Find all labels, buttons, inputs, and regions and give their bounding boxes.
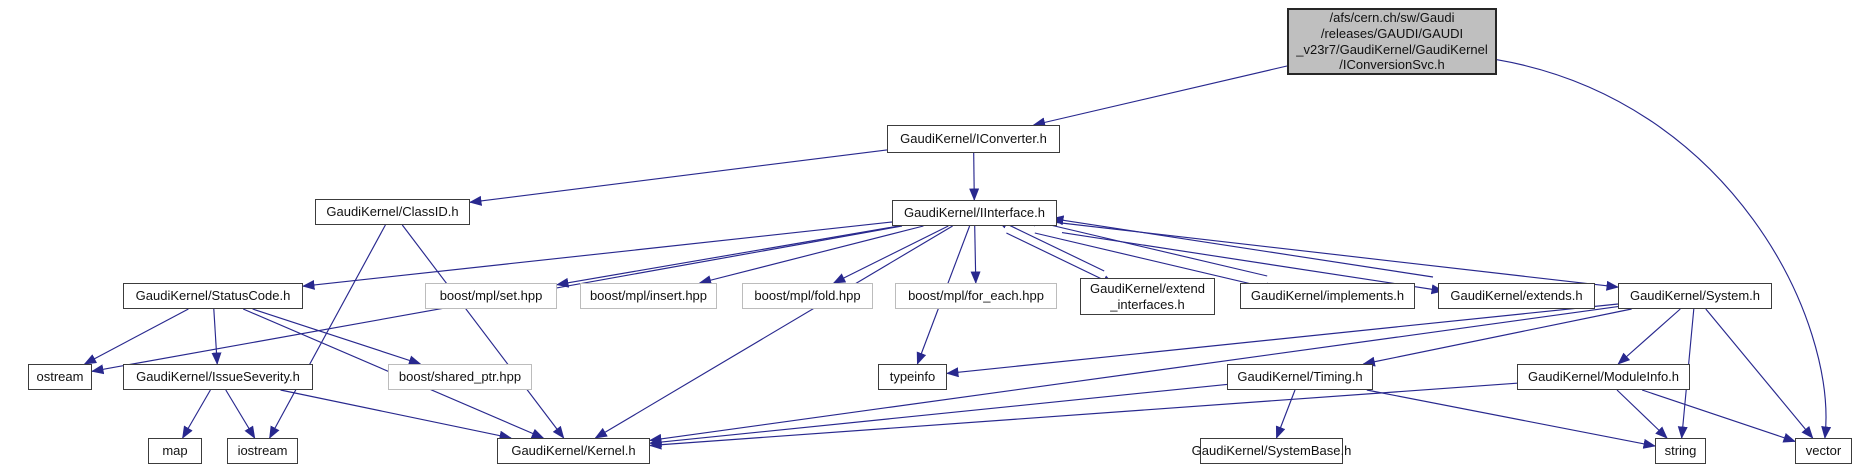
graph-node-extends[interactable]: GaudiKernel/extends.h (1438, 283, 1595, 309)
edge-moduleinfo-to-kernel (649, 382, 1518, 450)
edge-system-to-moduleinfo (1617, 308, 1681, 365)
graph-node-moduleinfo[interactable]: GaudiKernel/ModuleInfo.h (1517, 364, 1690, 390)
edge-statuscode-to-issueseverity (211, 308, 222, 365)
edge-iinterface-to-kernel (594, 225, 953, 439)
graph-node-kernel[interactable]: GaudiKernel/Kernel.h (497, 438, 650, 464)
graph-node-typeinfo: typeinfo (878, 364, 947, 390)
graph-node-sharedptr: boost/shared_ptr.hpp (388, 364, 532, 390)
edge-iinterface-to-implements (1034, 232, 1279, 293)
edge-moduleinfo-to-vector (1641, 389, 1796, 443)
graph-node-iostream: iostream (227, 438, 298, 464)
edge-iinterface-to-mpl_insert (698, 225, 924, 286)
edge-classid-to-iostream (269, 224, 386, 439)
edge-conv-to-vector (1496, 59, 1832, 439)
graph-node-implements[interactable]: GaudiKernel/implements.h (1240, 283, 1415, 309)
graph-node-conv: /afs/cern.ch/sw/Gaudi /releases/GAUDI/GA… (1287, 8, 1497, 75)
edge-iinterface-to-mpl_fold (832, 225, 949, 284)
edge-system-to-vector (1705, 308, 1814, 439)
edge-issueseverity-to-map (182, 389, 211, 439)
edge-iconverter-to-classid (469, 149, 888, 206)
graph-node-timing[interactable]: GaudiKernel/Timing.h (1227, 364, 1373, 390)
graph-node-mpl_insert: boost/mpl/insert.hpp (580, 283, 717, 309)
edge-issueseverity-to-iostream (225, 389, 256, 439)
edge-statuscode-to-sharedptr (252, 308, 422, 366)
edge-iinterface-to-statuscode (302, 221, 893, 290)
edge-iinterface-to-mpl_foreach (970, 225, 981, 284)
graph-node-string: string (1655, 438, 1706, 464)
edge-implements-to-iinterface (1023, 216, 1268, 277)
edge-moduleinfo-to-string (1616, 389, 1668, 439)
graph-node-systembase[interactable]: GaudiKernel/SystemBase.h (1192, 438, 1351, 464)
graph-node-iinterface[interactable]: GaudiKernel/IInterface.h (892, 200, 1057, 226)
graph-node-statuscode[interactable]: GaudiKernel/StatusCode.h (123, 283, 303, 309)
graph-node-issueseverity[interactable]: GaudiKernel/IssueSeverity.h (123, 364, 313, 390)
edge-conv-to-iconverter (1032, 65, 1288, 128)
edge-system-to-timing (1362, 308, 1632, 367)
edge-classid-to-kernel (401, 224, 565, 439)
graph-node-mpl_fold: boost/mpl/fold.hpp (742, 283, 873, 309)
edge-extends-to-iinterface (1051, 215, 1434, 278)
edge-timing-to-string (1366, 389, 1656, 449)
edge-timing-to-systembase (1275, 389, 1296, 439)
edge-system-to-typeinfo (946, 303, 1619, 378)
edge-extintf-to-iinterface (995, 218, 1105, 272)
edge-iconverter-to-iinterface (969, 152, 980, 201)
graph-node-classid[interactable]: GaudiKernel/ClassID.h (315, 199, 470, 225)
graph-node-ostream: ostream (28, 364, 92, 390)
edge-timing-to-kernel (649, 383, 1228, 448)
graph-node-extintf[interactable]: GaudiKernel/extend _interfaces.h (1080, 278, 1215, 315)
graph-node-map: map (148, 438, 202, 464)
edge-iinterface-to-extintf (1006, 232, 1116, 286)
graph-node-vector: vector (1795, 438, 1852, 464)
graph-node-mpl_set: boost/mpl/set.hpp (425, 283, 557, 309)
edge-iinterface-to-mpl_set (556, 225, 899, 288)
edge-statuscode-to-ostream (83, 308, 189, 365)
edge-issueseverity-to-kernel (280, 389, 512, 441)
graph-node-iconverter[interactable]: GaudiKernel/IConverter.h (887, 125, 1060, 153)
edge-system-to-kernel (649, 306, 1619, 444)
graph-node-mpl_foreach: boost/mpl/for_each.hpp (895, 283, 1057, 309)
graph-node-system[interactable]: GaudiKernel/System.h (1618, 283, 1772, 309)
